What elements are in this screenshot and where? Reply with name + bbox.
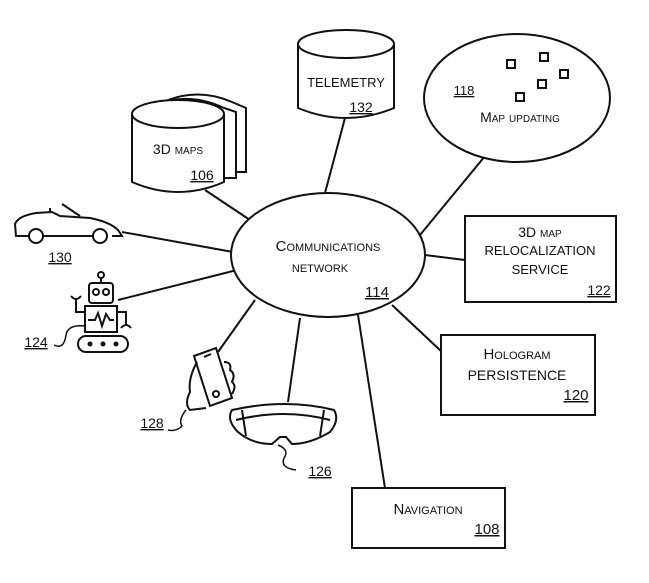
3d-maps-ref: 106 <box>190 167 214 183</box>
navigation-label: Navigation <box>393 501 462 518</box>
relocalization-label-line1: 3D map <box>518 224 562 240</box>
relocalization-label-line3: service <box>512 262 569 277</box>
phone-ref: 128 <box>140 415 164 431</box>
car-icon <box>13 203 124 244</box>
connector-relocalization <box>424 254 466 261</box>
3d-maps-node: 3D maps 106 <box>131 93 247 193</box>
map-updating-label: Map updating <box>480 109 560 125</box>
telemetry-node: TELEMETRY 132 <box>297 29 395 119</box>
hologram-label-line2: persistence <box>468 367 567 383</box>
mixed-reality-headset-icon <box>229 403 338 471</box>
relocalization-service-node: 3D map relocalization service 122 <box>464 215 617 303</box>
hand-holding-phone-icon <box>167 346 236 432</box>
hub-ref: 114 <box>365 284 389 301</box>
connector-car <box>121 231 234 253</box>
hologram-label-line1: Hologram <box>483 346 550 363</box>
relocalization-label-line2: relocalization <box>484 243 595 258</box>
connector-hologram <box>391 304 443 353</box>
3d-maps-label: 3D maps <box>153 141 203 157</box>
connector-robot <box>117 269 238 301</box>
headset-ref: 126 <box>308 463 332 479</box>
connector-phone <box>217 299 256 353</box>
navigation-ref: 108 <box>474 521 499 538</box>
robot-icon <box>53 271 132 353</box>
hologram-persistence-node: Hologram persistence 120 <box>440 334 596 416</box>
map-updating-node: 118 Map updating <box>423 33 611 163</box>
navigation-node: Navigation 108 <box>351 487 506 549</box>
communications-network-node: Communications network 114 <box>230 192 426 318</box>
connector-headset <box>287 317 301 403</box>
telemetry-ref: 132 <box>349 99 373 115</box>
hologram-ref: 120 <box>563 387 588 404</box>
robot-ref: 124 <box>24 334 48 350</box>
connector-maps <box>204 189 251 221</box>
connector-navigation <box>357 314 386 489</box>
relocalization-ref: 122 <box>587 282 611 298</box>
car-ref: 130 <box>48 249 72 265</box>
connections <box>117 117 491 489</box>
connector-telemetry <box>324 117 346 194</box>
telemetry-label: TELEMETRY <box>307 75 385 90</box>
hub-label-line2: network <box>292 259 349 276</box>
map-point-icons <box>506 52 569 102</box>
connector-map-updating <box>419 149 491 236</box>
map-updating-ref: 118 <box>454 83 475 98</box>
hub-label-line1: Communications <box>276 238 381 255</box>
